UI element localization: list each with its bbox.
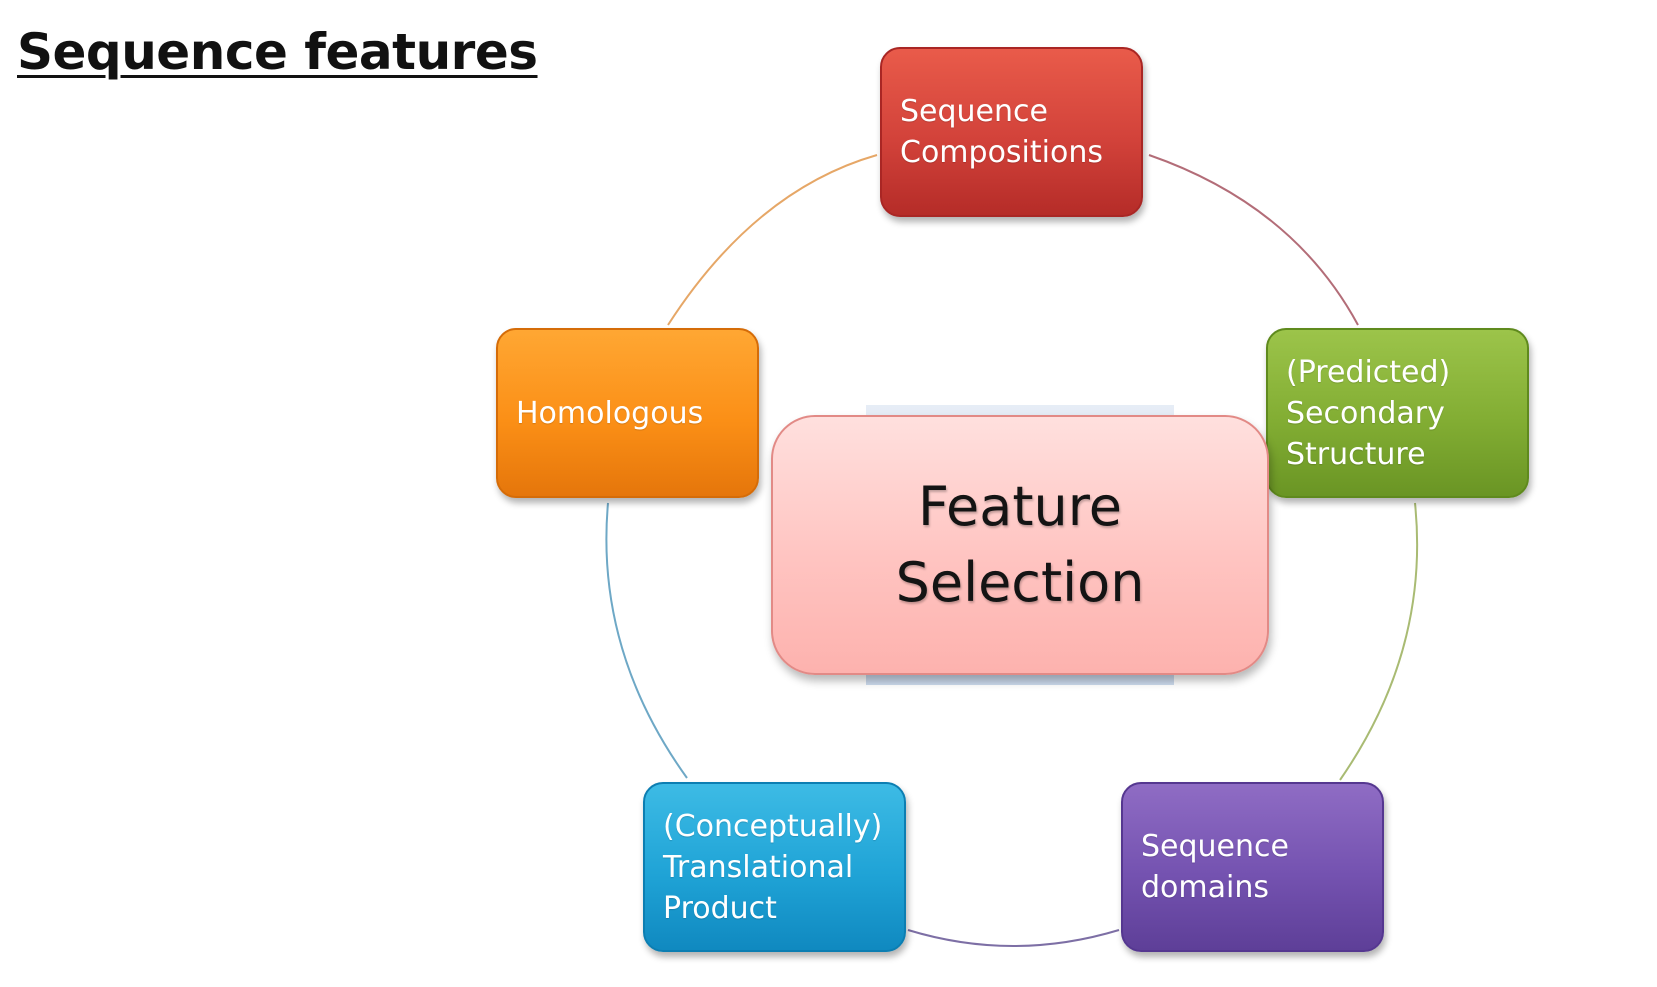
node-sequence-compositions: Sequence Compositions	[880, 47, 1143, 217]
arc-product-to-homologous	[605, 502, 688, 779]
node-sequence-domains: Sequence domains	[1121, 782, 1384, 952]
arc-domains-to-product	[907, 929, 1120, 947]
arc-homologous-to-compositions	[667, 154, 878, 326]
node-conceptually-translational-product: (Conceptually) Translational Product	[643, 782, 906, 952]
node-label: Sequence Compositions	[900, 94, 1103, 170]
center-node-feature-selection: Feature Selection	[771, 415, 1269, 675]
node-homologous: Homologous	[496, 328, 759, 498]
node-label: (Predicted) Secondary Structure	[1286, 354, 1451, 472]
node-label: (Conceptually) Translational Product	[663, 808, 883, 926]
node-label: Homologous	[516, 395, 704, 431]
node-predicted-secondary-structure: (Predicted) Secondary Structure	[1266, 328, 1529, 498]
arc-compositions-to-structure	[1148, 154, 1359, 326]
node-label: Sequence domains	[1141, 829, 1289, 905]
arc-structure-to-domains	[1339, 502, 1419, 781]
slide-title: Sequence features	[17, 23, 538, 81]
center-label: Feature Selection	[895, 475, 1145, 614]
